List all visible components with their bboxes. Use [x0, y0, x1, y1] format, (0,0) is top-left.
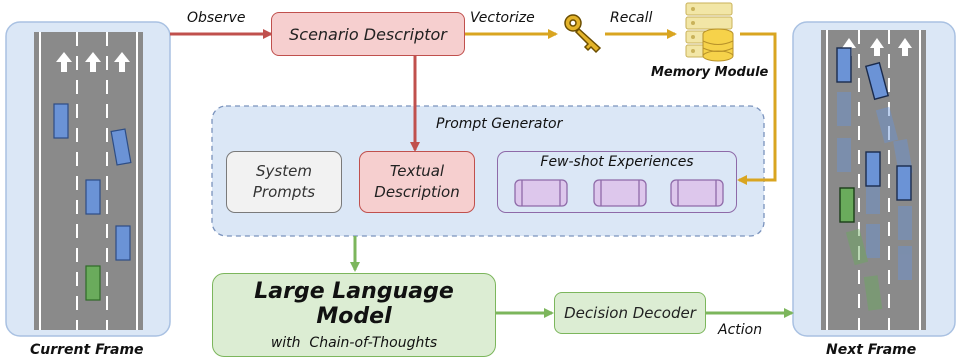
- car: [836, 47, 852, 83]
- experience-card: [593, 179, 647, 207]
- llm-subtitle: with Chain-of-Thoughts: [270, 335, 438, 351]
- decision-decoder-box: Decision Decoder: [554, 292, 706, 334]
- llm-box: Large Language Model with Chain-of-Thoug…: [212, 273, 496, 357]
- memory-to-fewshot-arrow: [737, 32, 777, 185]
- car: [896, 165, 912, 201]
- prompt-generator-title: Prompt Generator: [436, 116, 563, 132]
- vectorize-label: Vectorize: [470, 10, 535, 26]
- decision-decoder-label: Decision Decoder: [564, 304, 696, 322]
- system-prompts-box: System Prompts: [226, 151, 342, 213]
- memory-module-label: Memory Module: [651, 65, 769, 80]
- observe-label: Observe: [187, 10, 246, 26]
- car: [53, 103, 69, 139]
- few-shot-experiences-label: Few-shot Experiences: [540, 154, 694, 170]
- recall-label: Recall: [610, 10, 653, 26]
- llm-title: Large Language Model: [254, 279, 454, 329]
- car: [85, 265, 101, 301]
- system-prompts-line2: Prompts: [252, 183, 316, 201]
- few-shot-experiences-box: [497, 151, 737, 213]
- action-label: Action: [718, 322, 763, 338]
- key-icon: [564, 14, 602, 54]
- experience-card: [514, 179, 568, 207]
- experience-card: [670, 179, 724, 207]
- next-frame-caption: Next Frame: [826, 342, 917, 358]
- textual-description-box: Textual Description: [359, 151, 475, 213]
- car: [115, 225, 131, 261]
- system-prompts-line1: System: [256, 162, 312, 180]
- database-icon: [685, 2, 734, 62]
- current-frame-caption: Current Frame: [30, 342, 144, 358]
- car: [839, 187, 855, 223]
- textual-description-line2: Description: [374, 183, 460, 201]
- arrow-up-icon: [56, 52, 130, 72]
- scenario-descriptor-box: Scenario Descriptor: [271, 12, 465, 56]
- car: [85, 179, 101, 215]
- car: [110, 128, 132, 166]
- textual-description-line1: Textual: [389, 162, 445, 180]
- scenario-descriptor-label: Scenario Descriptor: [289, 24, 447, 44]
- car: [865, 151, 881, 187]
- car: [864, 61, 890, 101]
